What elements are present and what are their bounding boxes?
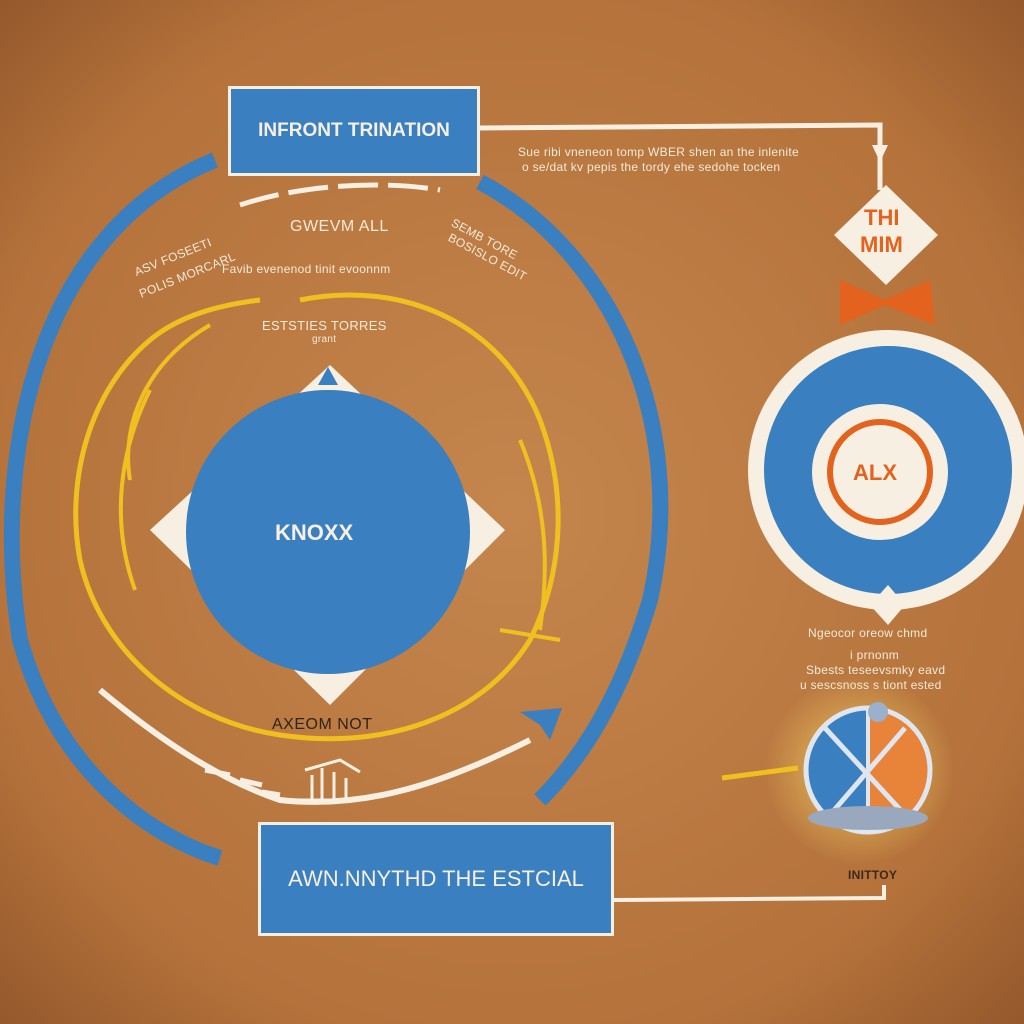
outer-blue-arc-right <box>476 174 669 806</box>
center-circle-label: KNOXX <box>275 520 354 545</box>
diamond-line-2: MIM <box>860 232 903 257</box>
arrow-head-icon <box>520 708 562 740</box>
globe-icon <box>803 702 933 835</box>
ring-label-yellow-top-2: grant <box>312 334 337 345</box>
ring-label-bottom: AXEOM NOT <box>272 716 373 733</box>
yellow-ring-sketch-2 <box>118 323 561 642</box>
ring-label-yellow-top-1: ESTSTIES TORRES <box>262 318 387 333</box>
right-circle-bottom-marker <box>870 585 905 625</box>
center-circle-shape <box>186 390 470 674</box>
right-note-line-2: i prnonm <box>850 648 900 662</box>
tree-sketch-icon <box>300 758 361 802</box>
yellow-ring <box>73 292 561 742</box>
diamond-line-1: THI <box>864 205 900 230</box>
top-title-label: INFRONT TRINATION <box>258 120 450 141</box>
right-diamond-shape <box>834 185 938 285</box>
ring-label-inner-top: Favib evenenod tinit evoonnm <box>222 262 391 276</box>
white-ring-bottom <box>98 687 532 805</box>
top-title-box: INFRONT TRINATION <box>228 86 480 176</box>
white-ring-top <box>239 182 441 208</box>
top-note-line-1: Sue ribi vneneon tomp WBER shen an the i… <box>518 145 799 159</box>
outer-blue-arc <box>3 152 223 866</box>
bottom-connector-line <box>613 885 886 902</box>
top-connector-arrow <box>872 145 888 162</box>
right-note-line-3: Sbests teseevsmky eavd <box>806 663 946 677</box>
bottom-left-dashes <box>204 767 281 798</box>
bottom-title-box: AWN.NNYTHD THE ESTCIAL <box>258 822 614 936</box>
ring-label-top: GWEVM ALL <box>290 218 389 235</box>
top-connector-line <box>479 122 883 190</box>
right-circle-label: ALX <box>853 460 897 485</box>
globe-caption: INITTOY <box>848 868 898 882</box>
globe-pointer <box>721 765 799 781</box>
bottom-title-label: AWN.NNYTHD THE ESTCIAL <box>288 866 584 891</box>
orange-bow-shape <box>840 280 935 325</box>
center-top-marker <box>318 367 338 385</box>
right-note-line-1: Ngeocor oreow chmd <box>808 626 928 640</box>
right-note-line-4: u sescsnoss s tiont ested <box>800 678 942 692</box>
right-orange-ring <box>827 419 933 525</box>
top-note-line-2: o se/dat kv pepis the tordy ehe sedohe t… <box>522 160 781 174</box>
